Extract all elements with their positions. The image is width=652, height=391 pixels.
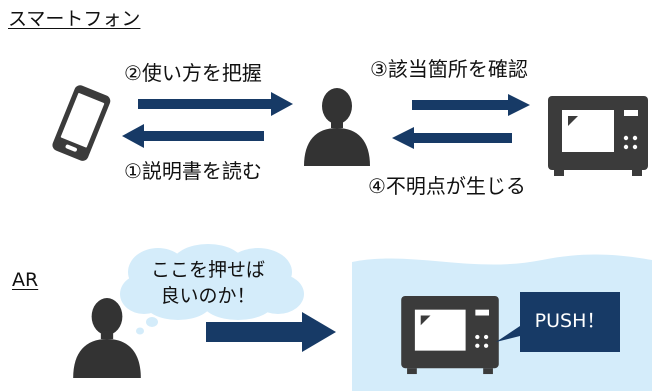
- microwave-icon: [548, 96, 648, 176]
- speech-line-1: ここを押せば: [150, 259, 265, 281]
- arrow-right-step3: [412, 94, 530, 116]
- smartphone-icon: [52, 85, 111, 161]
- step2-label: ②使い方を把握: [124, 61, 262, 85]
- ar-heading: AR: [12, 269, 39, 291]
- speech-line-2: 良いのか！: [160, 285, 256, 307]
- arrow-right-step2: [138, 92, 293, 116]
- arrow-left-step1: [122, 124, 264, 148]
- push-label: PUSH！: [534, 310, 606, 332]
- step3-label: ③該当箇所を確認: [370, 57, 528, 81]
- smartphone-heading: スマートフォン: [8, 8, 141, 30]
- microwave-icon: [401, 296, 499, 375]
- person-icon: [304, 88, 370, 166]
- step4-label: ④不明点が生じる: [368, 174, 526, 198]
- step1-label: ①説明書を読む: [124, 159, 262, 183]
- push-callout: [496, 292, 620, 352]
- person-icon: [73, 298, 141, 378]
- thought-bubble: [120, 244, 304, 335]
- arrow-right-ar: [206, 312, 336, 352]
- arrow-left-step4: [392, 127, 512, 149]
